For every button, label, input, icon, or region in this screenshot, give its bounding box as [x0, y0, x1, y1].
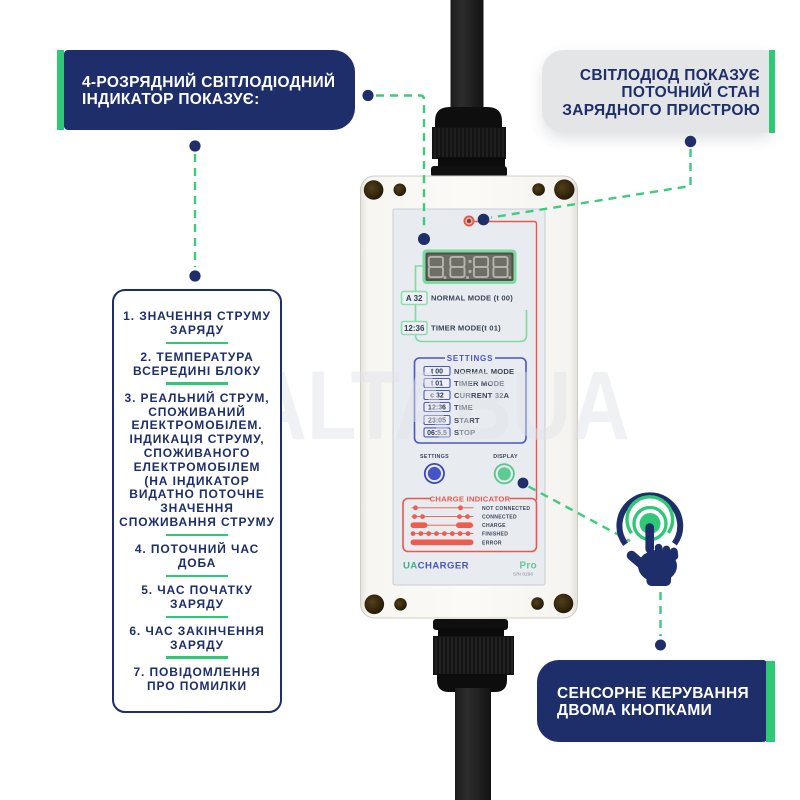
svg-text:FINISHED: FINISHED [482, 532, 508, 538]
svg-text:23:05: 23:05 [428, 418, 446, 425]
svg-text:STOP: STOP [454, 428, 475, 437]
svg-text:DISPLAY: DISPLAY [493, 454, 518, 460]
svg-text:12:36: 12:36 [404, 324, 425, 333]
svg-text:START: START [454, 416, 480, 425]
svg-text:CONNECTED: CONNECTED [482, 515, 517, 521]
svg-text:ERROR: ERROR [482, 540, 502, 546]
svg-text:Pro: Pro [520, 561, 538, 572]
svg-text:TIMER MODE(t 01): TIMER MODE(t 01) [431, 324, 501, 333]
svg-text:SETTINGS: SETTINGS [420, 454, 449, 460]
svg-text:TIME: TIME [454, 403, 473, 412]
svg-text:06:5.5: 06:5.5 [427, 430, 447, 437]
svg-text:A 32: A 32 [406, 294, 423, 303]
svg-text:c 32: c 32 [430, 393, 444, 400]
svg-text:t 00: t 00 [431, 369, 443, 376]
svg-text:CHARGE: CHARGE [482, 523, 506, 529]
svg-text:NORMAL MODE: NORMAL MODE [454, 367, 514, 376]
svg-text:SETTINGS: SETTINGS [447, 354, 493, 363]
svg-text:CHARGE INDICATOR: CHARGE INDICATOR [430, 495, 511, 504]
svg-text:CURRENT 32A: CURRENT 32A [454, 391, 510, 400]
svg-text:NOT CONNECTED: NOT CONNECTED [482, 506, 530, 512]
svg-text:12:36: 12:36 [428, 405, 446, 412]
svg-text:S/N 0296: S/N 0296 [513, 572, 533, 578]
svg-text:TIMER MODE: TIMER MODE [454, 379, 505, 388]
svg-text:NORMAL MODE (t 00): NORMAL MODE (t 00) [431, 294, 513, 303]
svg-text:UACHARGER: UACHARGER [403, 561, 469, 572]
svg-text:t 01: t 01 [431, 381, 443, 388]
